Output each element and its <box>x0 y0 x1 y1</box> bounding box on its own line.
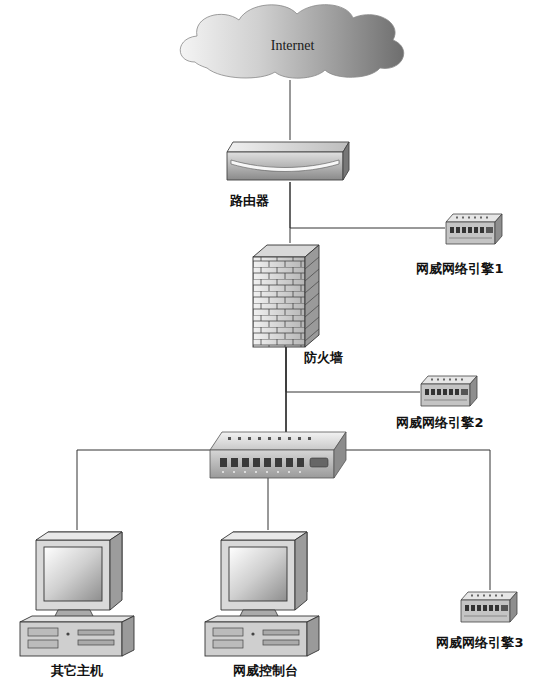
network-link <box>286 347 420 392</box>
engine-device: 网威网络引擎1 <box>445 212 503 246</box>
engine-device-icon <box>460 590 518 624</box>
router-device-icon <box>225 140 350 182</box>
firewall-wall-icon <box>253 243 321 347</box>
firewall-wall: 防火墙 <box>253 243 321 347</box>
node-label: 其它主机 <box>17 662 137 680</box>
console-computer-icon <box>203 530 323 658</box>
console-computer: 网威控制台 <box>203 530 323 658</box>
switch-hub <box>206 428 350 484</box>
host-computer: 其它主机 <box>18 530 138 658</box>
network-link <box>290 182 445 228</box>
node-label: 网威网络引擎1 <box>395 260 525 278</box>
node-label: 防火墙 <box>293 349 353 367</box>
internet-cloud: Internet <box>175 2 410 80</box>
node-label: 网威控制台 <box>205 662 325 680</box>
router-device: 路由器 <box>225 140 350 182</box>
engine-device: 网威网络引擎3 <box>460 590 518 624</box>
node-label: 网威网络引擎2 <box>375 414 505 432</box>
host-computer-icon <box>18 530 138 658</box>
engine-device-icon <box>445 212 503 246</box>
node-label: 网威网络引擎3 <box>415 634 545 652</box>
engine-device-icon <box>420 374 478 408</box>
network-link <box>290 80 291 140</box>
node-label: 路由器 <box>219 192 279 210</box>
node-label: Internet <box>175 38 410 54</box>
engine-device: 网威网络引擎2 <box>420 374 478 408</box>
